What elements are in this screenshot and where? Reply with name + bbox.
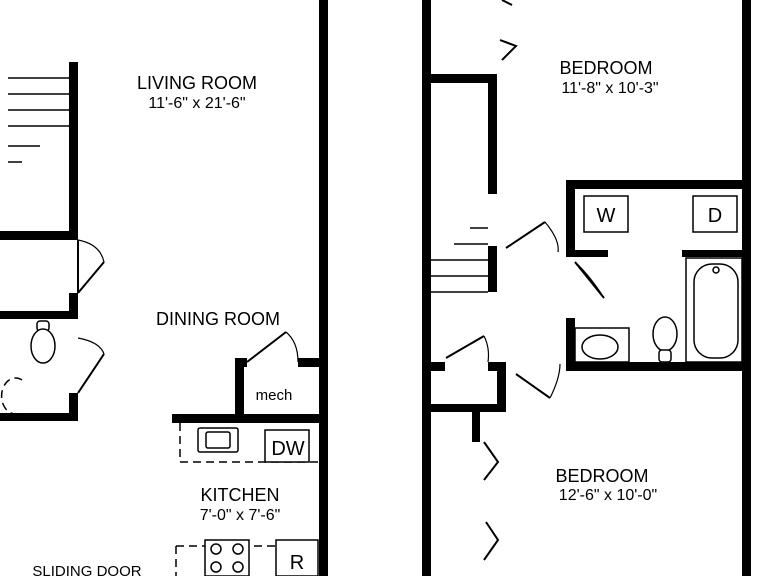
wall-mech-top-right xyxy=(298,358,320,367)
washer-box xyxy=(583,195,629,233)
dining-room-label: DINING ROOM xyxy=(156,309,280,329)
living-room-label: LIVING ROOM xyxy=(137,73,257,93)
wall-stair-top xyxy=(431,74,497,83)
bedroom1-closet-doors xyxy=(499,0,518,61)
kitchen-counter-top xyxy=(179,423,318,463)
right-stairs xyxy=(431,227,488,293)
right-unit-walls xyxy=(422,0,751,576)
bedroom1-dimensions: 11'-8" x 10'-3" xyxy=(561,80,658,97)
refrigerator-box xyxy=(275,539,319,576)
wall-left-unit-exterior-right xyxy=(319,0,328,576)
wall-powder-top xyxy=(0,311,78,319)
dishwasher-label: DW xyxy=(271,438,304,460)
sliding-door-label: SLIDING DOOR xyxy=(32,563,141,576)
bedroom2-label: BEDROOM xyxy=(555,466,648,486)
bedroom2-closet-doors xyxy=(483,441,500,561)
wall-bath-left xyxy=(566,318,575,370)
hall-closet-door xyxy=(445,335,490,363)
bath-door xyxy=(515,363,561,399)
wall-bath-bottom xyxy=(566,362,751,371)
wall-bedroom2-top xyxy=(431,404,506,412)
mech-door xyxy=(246,331,299,363)
refrigerator-label: R xyxy=(290,552,304,574)
wall-powder-bottom xyxy=(0,413,78,421)
sink-left-icon xyxy=(0,377,23,415)
powder-room-door xyxy=(77,337,105,394)
washer-label: W xyxy=(597,205,616,227)
wall-stair-bottom xyxy=(0,231,78,240)
wall-kitchen-top xyxy=(172,414,320,423)
left-unit-walls xyxy=(0,0,328,576)
wall-hall-stub-left xyxy=(431,362,445,371)
bath-sink-icon xyxy=(574,327,630,363)
bedroom1-label: BEDROOM xyxy=(559,58,652,78)
wall-laundry-bottom-left xyxy=(566,250,608,257)
wall-closet2-stub xyxy=(472,412,480,442)
wall-powder-right xyxy=(69,393,78,421)
living-room-dimensions: 11'-6" x 21'-6" xyxy=(148,95,245,112)
bedroom1-door xyxy=(505,221,559,253)
wall-laundry-left xyxy=(566,180,575,250)
bedroom2-dimensions: 12'-6" x 10'-0" xyxy=(559,487,657,504)
wall-right-unit-exterior-left xyxy=(422,0,431,576)
wall-mech-left xyxy=(235,358,244,420)
kitchen-dimensions: 7'-0" x 7'-6" xyxy=(200,507,281,524)
dryer-box xyxy=(692,195,738,233)
wall-closet-stub xyxy=(69,293,78,317)
wall-stair-right xyxy=(69,62,78,240)
kitchen-sink-icon xyxy=(197,427,239,453)
laundry-door xyxy=(574,261,605,299)
wall-hall-vertical xyxy=(497,362,506,412)
toilet-right-icon xyxy=(652,316,678,363)
dryer-label: D xyxy=(708,205,722,227)
wall-right-unit-exterior-right xyxy=(742,0,751,576)
wall-stair-right-a xyxy=(488,74,497,194)
wall-mech-top-left xyxy=(235,358,247,367)
wall-laundry-top xyxy=(566,180,751,189)
left-stairs xyxy=(8,77,69,163)
toilet-left-icon xyxy=(30,320,56,364)
dishwasher-box xyxy=(264,429,310,463)
mech-label: mech xyxy=(256,387,293,404)
bathtub-icon xyxy=(685,257,743,363)
closet-door xyxy=(77,239,105,294)
kitchen-label: KITCHEN xyxy=(200,485,279,505)
wall-laundry-bottom-right xyxy=(682,250,751,257)
wall-stair-right-b xyxy=(488,246,497,292)
